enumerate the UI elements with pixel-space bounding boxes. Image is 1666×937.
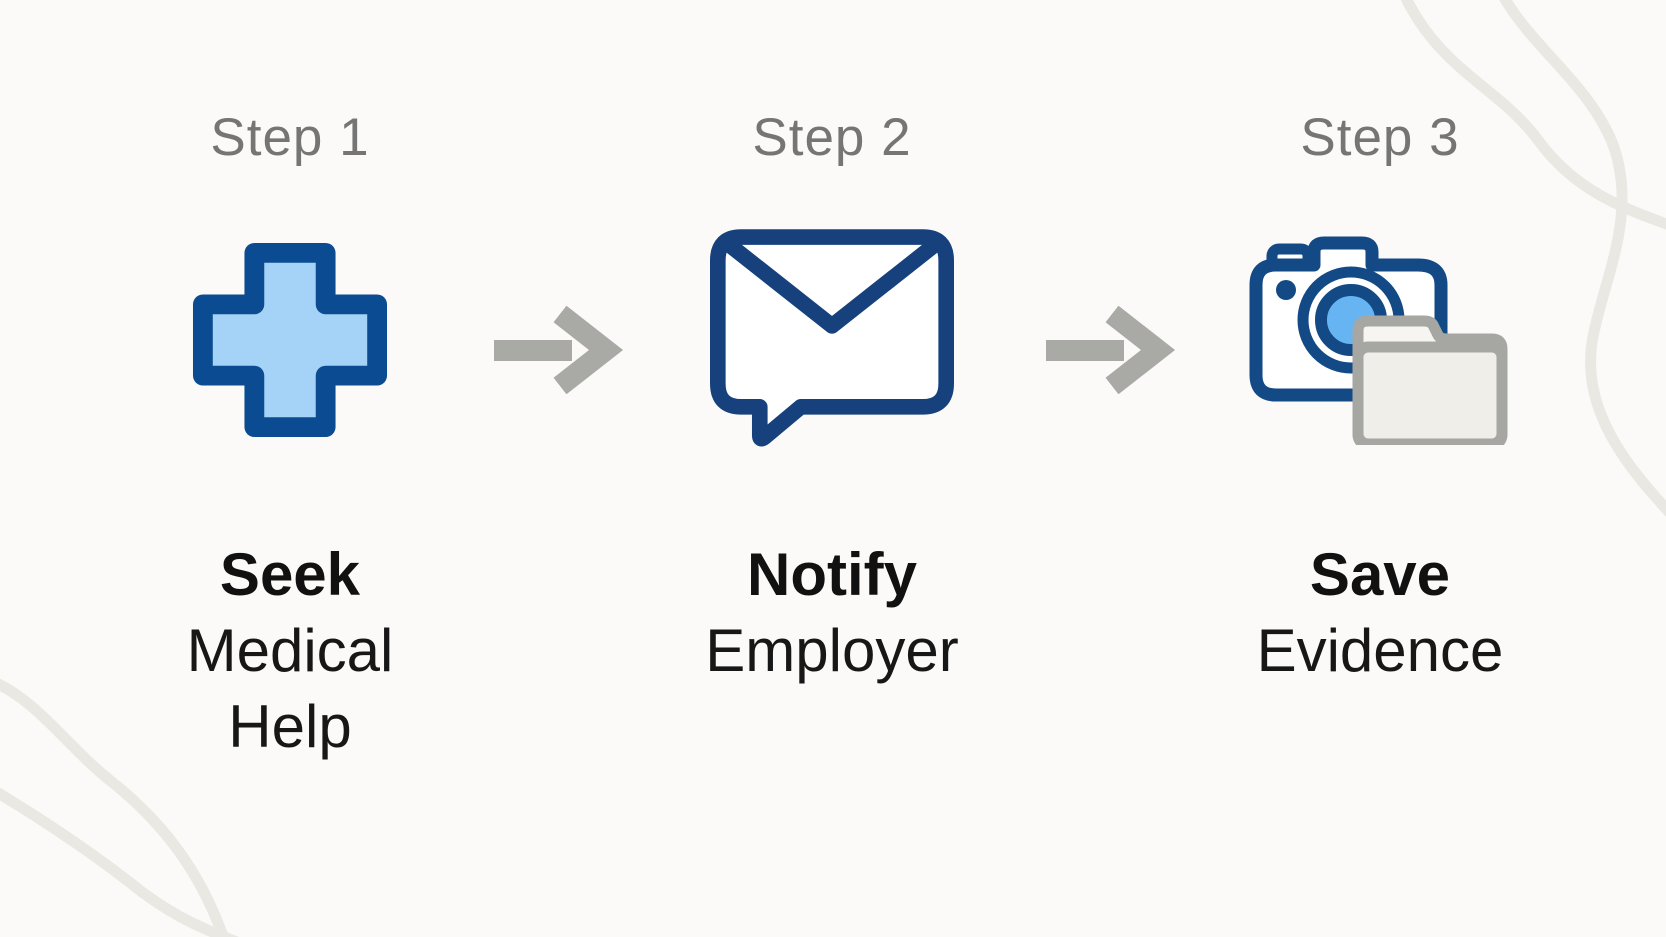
envelope-message-icon: [710, 228, 954, 446]
step-2-title-line2: Employer: [705, 617, 959, 684]
step-2-icon-wrap: [617, 226, 1047, 454]
step-3-title-line2: Evidence: [1256, 617, 1504, 684]
step-2-label: Step 2: [752, 108, 912, 167]
step-3-title: Save Evidence: [1165, 537, 1595, 689]
step-2-title-line1: Notify: [747, 541, 917, 608]
arrow-right-icon: [494, 306, 624, 394]
step-1-title-line2: Medical: [186, 617, 394, 684]
camera-folder-icon: [1249, 236, 1508, 445]
step-2-column: Step 2 Notify Employer: [617, 0, 1047, 937]
step-1-title: Seek Medical Help: [75, 537, 505, 765]
step-1-label: Step 1: [210, 108, 370, 167]
arrow-right-icon: [1046, 306, 1176, 394]
step-3-title-line1: Save: [1309, 541, 1451, 608]
step-3-icon-wrap: [1165, 226, 1595, 454]
step-3-column: Step 3 Save Evidence: [1165, 0, 1595, 937]
medical-cross-icon: [192, 242, 388, 438]
step-1-column: Step 1 Seek Medical Help: [75, 0, 505, 937]
step-1-title-line3: Help: [228, 693, 352, 760]
camera-dot: [1276, 280, 1296, 300]
step-1-title-line1: Seek: [219, 541, 361, 608]
step-3-label: Step 3: [1300, 108, 1460, 167]
step-2-title: Notify Employer: [617, 537, 1047, 689]
folder-shape: [1352, 315, 1508, 445]
step-1-icon-wrap: [75, 226, 505, 454]
